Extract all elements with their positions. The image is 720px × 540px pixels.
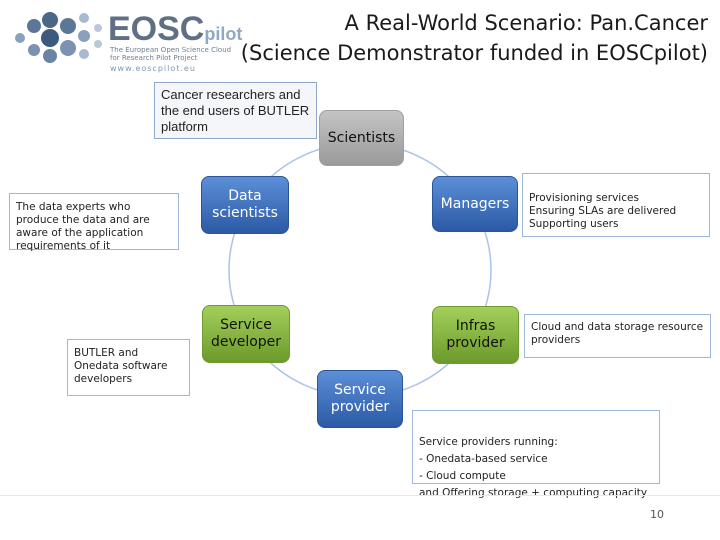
note-data-experts-text: The data experts who produce the data an…: [16, 201, 150, 252]
note-service-providers-running: Service providers running: - Onedata-bas…: [412, 410, 660, 499]
footer-divider: [0, 495, 720, 496]
node-managers: Managers: [432, 176, 518, 232]
node-scientists: Scientists: [319, 110, 404, 166]
title-line-1: A Real-World Scenario: Pan.Cancer: [344, 11, 708, 35]
slide-title: A Real-World Scenario: Pan.Cancer (Scien…: [241, 8, 708, 68]
note-cancer-researchers: Cancer researchers and the end users of …: [154, 82, 317, 139]
note-cloud-storage: Cloud and data storage resource provider…: [524, 314, 711, 358]
logo-url: www.eoscpilot.eu: [110, 64, 196, 73]
eosc-dots-icon: [15, 12, 102, 63]
note-butler-devs-text: BUTLER and Onedata software developers: [74, 347, 168, 385]
note-cancer-researchers-text: Cancer researchers and the end users of …: [161, 87, 310, 134]
logo-brand: EOSCpilot: [108, 10, 242, 49]
page-number: 10: [650, 508, 664, 521]
logo-tagline: The European Open Science Cloud for Rese…: [110, 46, 232, 62]
note-cloud-storage-text: Cloud and data storage resource provider…: [531, 321, 704, 346]
logo-brand-suffix: pilot: [204, 24, 243, 44]
node-service-provider: Service provider: [317, 370, 403, 428]
note-provisioning-text: Provisioning services Ensuring SLAs are …: [529, 192, 677, 230]
node-service-developer: Service developer: [202, 305, 290, 363]
note-data-experts: The data experts who produce the data an…: [9, 193, 179, 252]
node-data-scientists-label: Data scientists: [212, 188, 278, 221]
node-scientists-label: Scientists: [327, 129, 396, 146]
node-infras-provider: Infras provider: [432, 306, 519, 364]
note-provisioning: Provisioning services Ensuring SLAs are …: [522, 173, 710, 237]
note-butler-devs: BUTLER and Onedata software developers: [67, 339, 190, 396]
node-service-developer-label: Service developer: [210, 317, 282, 350]
note-service-providers-running-text: Service providers running: - Onedata-bas…: [419, 436, 648, 499]
eoscpilot-logo: EOSCpilot The European Open Science Clou…: [10, 8, 242, 73]
node-service-provider-label: Service provider: [330, 382, 390, 415]
node-data-scientists: Data scientists: [201, 176, 289, 234]
node-infras-provider-label: Infras provider: [446, 318, 505, 351]
node-managers-label: Managers: [440, 195, 510, 212]
logo-brand-text: EOSC: [108, 10, 205, 48]
title-line-2: (Science Demonstrator funded in EOSCpilo…: [240, 41, 708, 65]
